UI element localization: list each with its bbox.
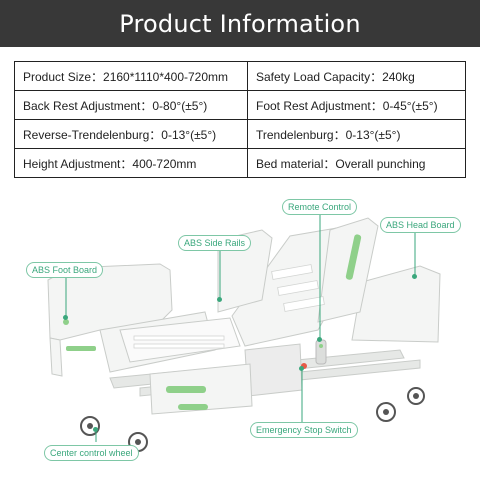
spec-cell: Foot Rest Adjustment：0-45°(±5°) [247, 90, 466, 120]
head-board [351, 265, 441, 343]
hospital-bed-illustration [47, 214, 441, 452]
callout-dot [317, 337, 322, 342]
spec-cell: Safety Load Capacity：240kg [247, 61, 466, 91]
table-row: Back Rest Adjustment：0-80°(±5°) Foot Res… [14, 90, 466, 120]
callout-dot [412, 274, 417, 279]
header-banner: Product Information [0, 0, 480, 47]
callout-abs-foot-board: ABS Foot Board [26, 262, 104, 278]
page-title: Product Information [119, 9, 361, 38]
spec-cell: Reverse-Trendelenburg：0-13°(±5°) [14, 119, 248, 149]
table-row: Product Size：2160*1110*400-720mm Safety … [14, 61, 466, 91]
spec-cell: Trendelenburg：0-13°(±5°) [247, 119, 466, 149]
spec-cell: Height Adjustment：400-720mm [14, 148, 248, 178]
remote-control [315, 339, 327, 365]
callout-center-control-wheel: Center control wheel [44, 445, 139, 461]
callout-remote-control: Remote Control [282, 199, 358, 215]
spec-cell: Product Size：2160*1110*400-720mm [14, 61, 248, 91]
spec-table: Product Size：2160*1110*400-720mm Safety … [14, 61, 466, 178]
callout-abs-head-board: ABS Head Board [380, 217, 461, 233]
spec-cell: Bed material：Overall punching [247, 148, 466, 178]
table-row: Height Adjustment：400-720mm Bed material… [14, 148, 466, 178]
callout-dot [93, 427, 98, 432]
callout-abs-side-rails: ABS Side Rails [178, 235, 252, 251]
spec-cell: Back Rest Adjustment：0-80°(±5°) [14, 90, 248, 120]
callout-dot [63, 315, 68, 320]
callout-emergency-stop-switch: Emergency Stop Switch [250, 422, 358, 438]
callout-dot [299, 366, 304, 371]
table-row: Reverse-Trendelenburg：0-13°(±5°) Trendel… [14, 119, 466, 149]
callout-dot [217, 297, 222, 302]
